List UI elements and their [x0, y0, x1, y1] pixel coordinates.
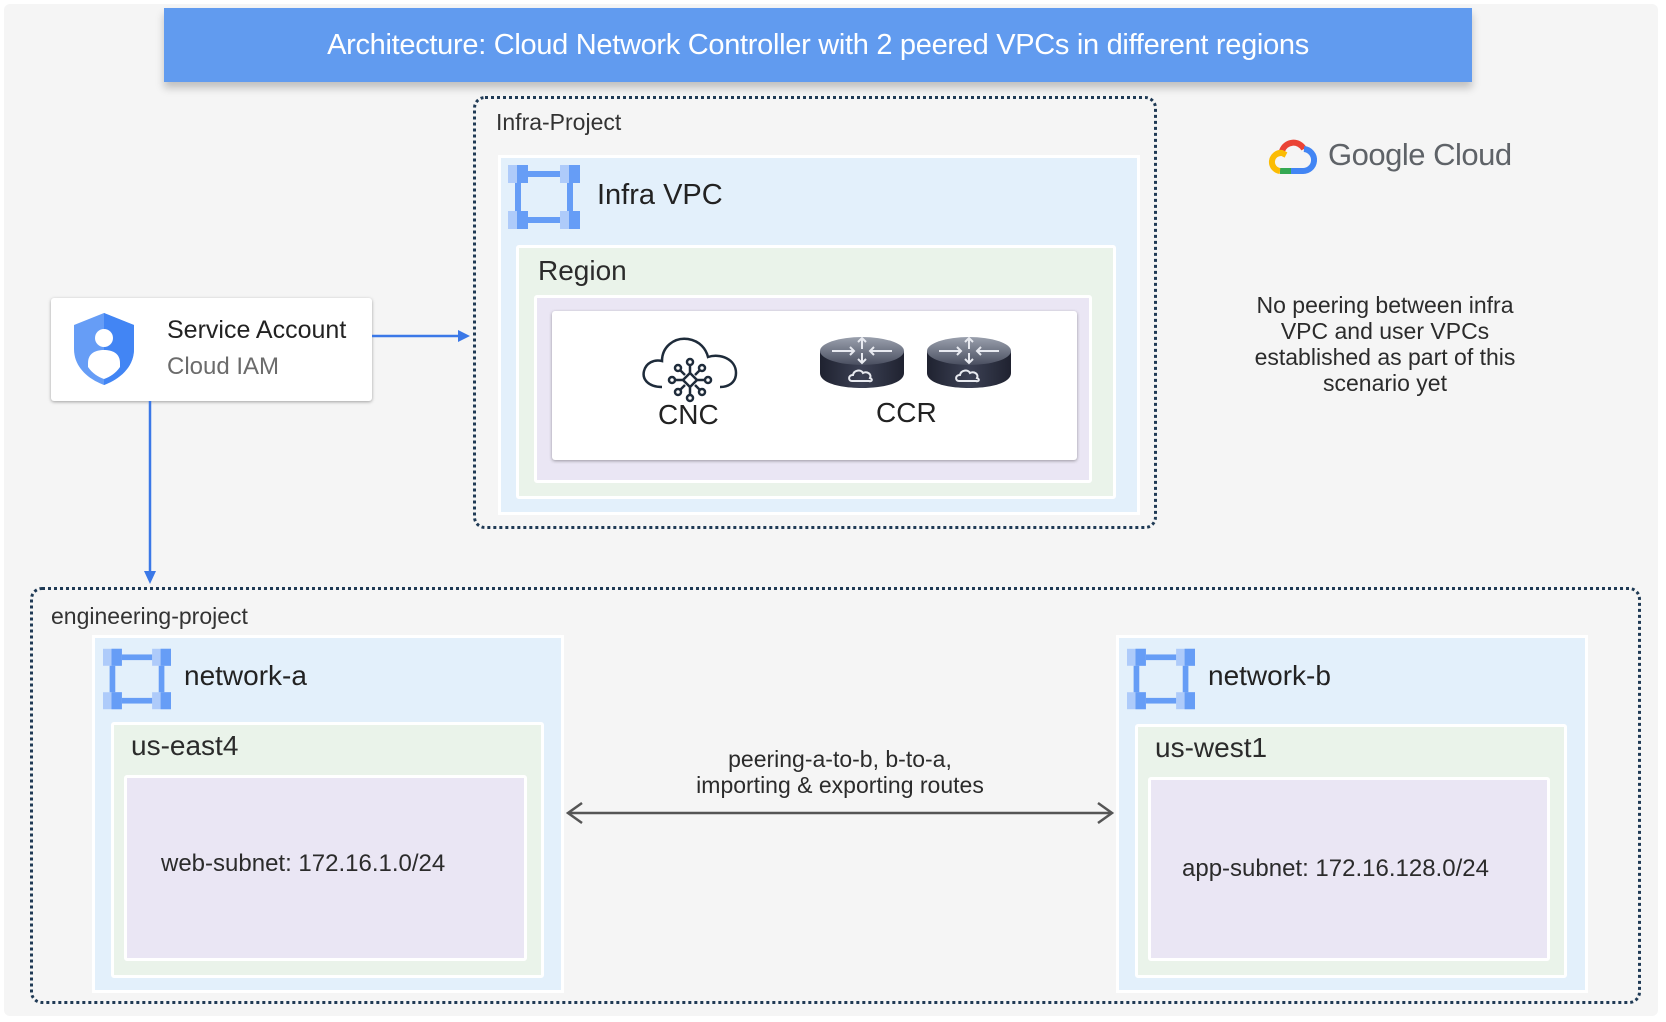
diagram-title: Architecture: Cloud Network Controller w…	[327, 28, 1309, 61]
note-line: scenario yet	[1322, 370, 1447, 396]
note-line: VPC and user VPCs	[1280, 318, 1490, 344]
web-subnet: web-subnet: 172.16.1.0/24	[124, 775, 527, 961]
service-account-card[interactable]: Service Account Cloud IAM	[51, 298, 372, 401]
cloud-router-icon	[927, 336, 1011, 388]
note-line: established as part of this	[1254, 344, 1516, 370]
service-account-subtitle: Cloud IAM	[167, 353, 280, 380]
network-b-label: network-b	[1208, 660, 1331, 691]
infra-project-boundary: Infra-Project	[473, 96, 1157, 529]
title-banner: Architecture: Cloud Network Controller w…	[164, 8, 1472, 82]
vpc-network-icon	[103, 648, 171, 710]
app-subnet: app-subnet: 172.16.128.0/24	[1148, 777, 1550, 961]
google-cloud-logo: Google Cloud	[1268, 133, 1512, 183]
engineering-project-boundary: engineering-project	[30, 587, 1641, 1004]
google-cloud-logo-icon	[1269, 139, 1318, 175]
web-subnet-label: web-subnet: 172.16.1.0/24	[161, 850, 446, 877]
shield-user-icon	[74, 313, 134, 385]
google-cloud-logo-text: Google Cloud	[1328, 137, 1512, 172]
peering-note: No peering between infra VPC and user VP…	[1220, 292, 1550, 396]
peering-label: peering-a-to-b, b-to-a, importing & expo…	[630, 746, 1050, 798]
infra-components-card: CNC CCR	[552, 311, 1077, 460]
cloud-network-controller-icon	[642, 337, 738, 403]
vpc-network-icon	[1127, 648, 1195, 710]
cloud-router-icon	[820, 336, 904, 388]
network-a-label: network-a	[184, 660, 307, 691]
service-account-title: Service Account	[167, 316, 347, 344]
infra-vpc-label: Infra VPC	[597, 179, 723, 211]
ccr-label: CCR	[876, 397, 937, 428]
engineering-project-label: engineering-project	[51, 603, 248, 629]
note-line: No peering between infra	[1256, 292, 1514, 318]
peering-label-line: importing & exporting routes	[696, 772, 984, 798]
vpc-network-icon	[508, 165, 580, 229]
app-subnet-label: app-subnet: 172.16.128.0/24	[1182, 855, 1489, 882]
network-b-region-label: us-west1	[1155, 732, 1268, 763]
infra-project-label: Infra-Project	[496, 109, 622, 135]
cnc-label: CNC	[658, 399, 719, 430]
peering-label-line: peering-a-to-b, b-to-a,	[728, 746, 952, 772]
network-a-region-label: us-east4	[131, 730, 239, 761]
infra-region-label: Region	[538, 255, 627, 286]
